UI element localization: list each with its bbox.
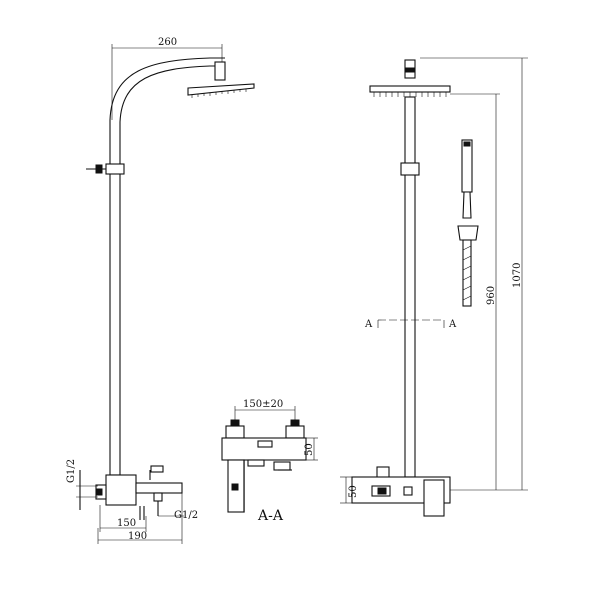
front-rain-nozzles xyxy=(373,92,447,97)
side-slide-bracket xyxy=(105,163,125,175)
front-spout xyxy=(423,479,445,517)
side-view: 260 G1/2 G1/2 150 190 xyxy=(66,37,255,544)
dim-50-front-text: 50 xyxy=(348,485,359,498)
dim-960-text: 960 xyxy=(486,286,497,305)
side-rain-head xyxy=(187,83,255,96)
hand-shower-holder xyxy=(457,225,479,241)
side-arm-inner xyxy=(119,65,225,170)
side-diverter xyxy=(153,492,163,502)
side-inlet-core xyxy=(95,488,103,496)
dim-g12-left-text: G1/2 xyxy=(66,459,77,483)
hand-shower-handle xyxy=(462,191,472,219)
dim-g12-spout-text: G1/2 xyxy=(174,510,198,521)
dim-150-text: 150 xyxy=(117,518,136,529)
section-inlet-left-nut xyxy=(230,419,240,427)
hose-pattern xyxy=(462,245,472,301)
side-rain-nozzles xyxy=(191,89,247,98)
section-inlet-right-nut xyxy=(290,419,300,427)
front-view: 50 A A 960 1070 xyxy=(340,57,528,517)
section-marker-left: A xyxy=(364,319,373,330)
section-spout-outlet xyxy=(231,483,239,491)
section-diverter-knob xyxy=(273,461,291,471)
side-riser-pipe xyxy=(109,169,121,476)
front-connector-nut xyxy=(404,67,416,73)
hand-shower-hose xyxy=(462,239,472,307)
side-head-connector xyxy=(214,61,226,81)
side-mixer-body xyxy=(105,474,137,506)
dim-190-text: 190 xyxy=(128,531,147,542)
section-label: A-A xyxy=(257,508,284,524)
section-marker-right: A xyxy=(448,319,457,330)
section-inlet-left xyxy=(225,425,245,439)
section-inlet-right xyxy=(285,425,305,439)
dim-260-text: 260 xyxy=(158,37,177,48)
hand-shower-face xyxy=(463,141,471,147)
front-rain-head xyxy=(369,85,451,93)
section-center-port xyxy=(257,440,273,448)
front-diverter-core xyxy=(377,487,387,495)
dim-1070-text: 1070 xyxy=(512,263,523,288)
side-spout xyxy=(135,482,183,494)
dim-50-section-text: 50 xyxy=(304,443,315,456)
dim-150pm20-text: 150±20 xyxy=(243,399,283,410)
front-riser-pipe xyxy=(404,96,416,478)
side-handle xyxy=(150,465,164,473)
section-lower-port xyxy=(247,459,265,467)
front-slide-bracket xyxy=(400,162,420,176)
side-arm-outer xyxy=(109,57,225,170)
hand-shower-head xyxy=(461,139,473,193)
section-view: 150±20 50 A-A xyxy=(221,399,318,524)
front-center-port xyxy=(403,486,413,496)
